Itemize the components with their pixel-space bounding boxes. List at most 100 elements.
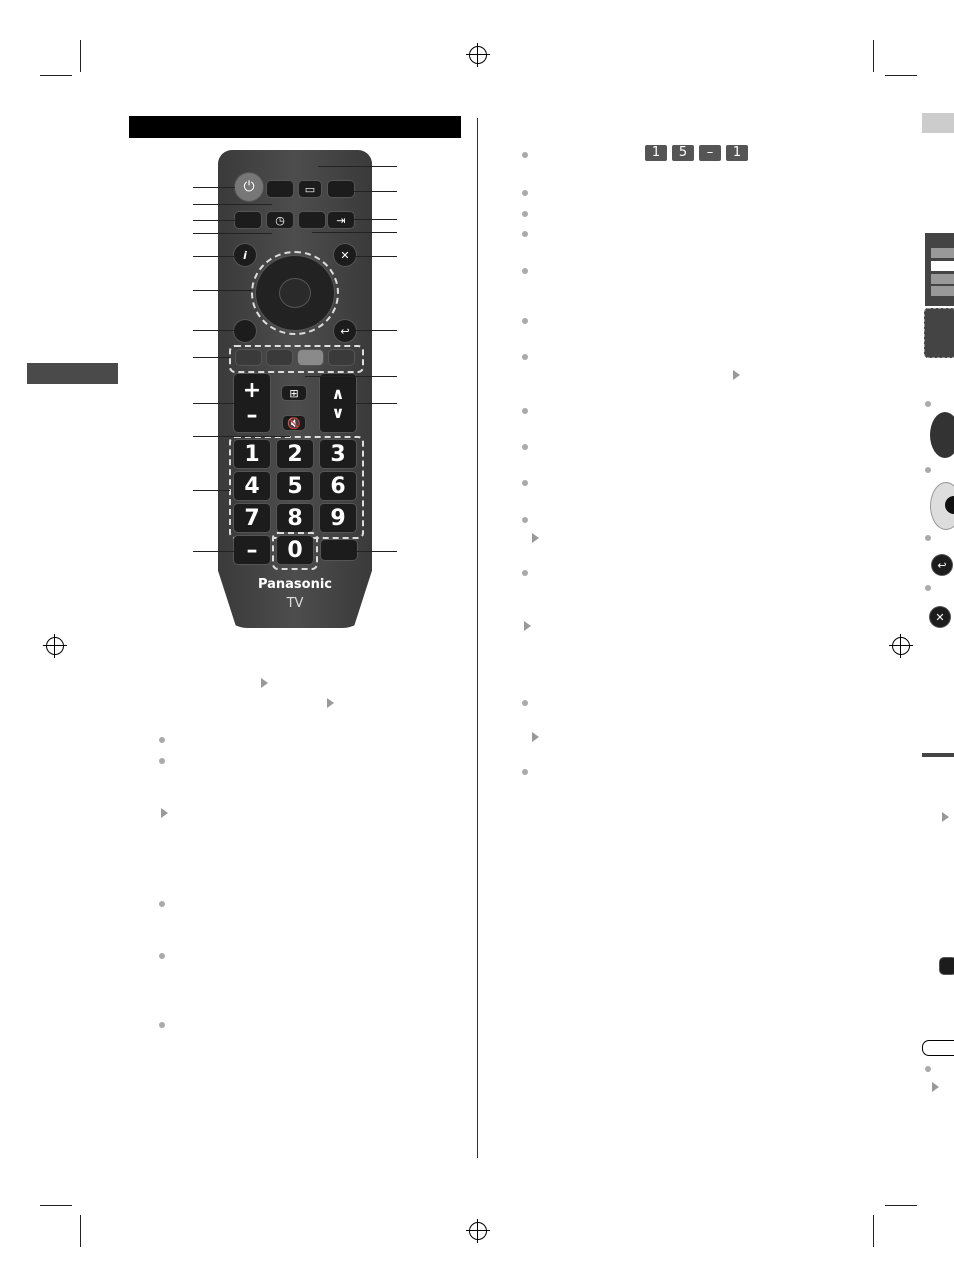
bullet-icon <box>522 318 528 324</box>
leader-line <box>193 290 252 291</box>
bullet-icon <box>522 211 528 217</box>
bullet-icon <box>925 535 931 541</box>
text-button[interactable] <box>328 181 354 197</box>
return-icon: ↩ <box>932 555 952 575</box>
crop-mark <box>80 1215 81 1247</box>
ok-button[interactable] <box>280 279 310 307</box>
dash-button[interactable]: – <box>234 536 270 564</box>
last-view-button[interactable] <box>321 540 357 560</box>
leader-line <box>193 233 272 234</box>
menu-button[interactable] <box>235 212 261 228</box>
cursor-ring-outline <box>251 251 339 335</box>
menu-illustration-panel <box>924 308 954 358</box>
number-button[interactable]: 6 <box>320 472 356 500</box>
tv-button[interactable] <box>267 181 293 197</box>
aspect-button[interactable]: ⊞ <box>282 386 306 400</box>
number-button[interactable]: 4 <box>234 472 270 500</box>
bullet-icon <box>925 467 931 473</box>
bullet-icon <box>159 758 165 764</box>
timer-button[interactable]: ◷ <box>267 212 293 228</box>
leader-line <box>193 551 234 552</box>
power-button[interactable]: ⏻ <box>235 173 263 201</box>
exit-button[interactable]: ✕ <box>334 244 356 266</box>
yellow-button[interactable] <box>298 350 323 365</box>
right-tab <box>922 113 954 133</box>
number-button[interactable]: 2 <box>277 440 313 468</box>
arrow-right-icon <box>532 533 539 543</box>
leader-line <box>312 232 397 233</box>
bullet-icon <box>522 354 528 360</box>
number-button[interactable]: 1 <box>234 440 270 468</box>
section-title-bar <box>129 116 461 138</box>
green-button[interactable] <box>267 350 292 365</box>
volume-up[interactable]: + <box>242 378 262 403</box>
cursor-ok-icon <box>930 482 954 530</box>
registration-mark-icon <box>889 634 913 658</box>
bullet-icon <box>522 769 528 775</box>
bullet-icon <box>522 268 528 274</box>
channel-rocker[interactable]: ∧∨ <box>320 374 356 432</box>
colour-buttons-outline <box>229 345 364 373</box>
number-button[interactable]: 5 <box>277 472 313 500</box>
zero-button[interactable]: 0 <box>277 536 313 564</box>
bullet-icon <box>522 444 528 450</box>
cursor-updown-icon <box>930 412 954 458</box>
arrow-right-icon <box>532 732 539 742</box>
note-badge <box>922 1040 954 1056</box>
registration-mark-icon <box>43 634 67 658</box>
guide-button[interactable] <box>299 212 325 228</box>
number-button[interactable]: 3 <box>320 440 356 468</box>
blue-button[interactable] <box>329 350 354 365</box>
bullet-icon <box>522 152 528 158</box>
number-button[interactable]: 9 <box>320 504 356 532</box>
return-button[interactable]: ↩ <box>334 320 356 342</box>
leader-line <box>193 256 234 257</box>
leader-line <box>354 191 397 192</box>
example-key: 5 <box>672 145 694 161</box>
bullet-icon <box>159 953 165 959</box>
bullet-icon <box>522 570 528 576</box>
volume-rocker[interactable]: +– <box>234 374 270 432</box>
example-key: – <box>699 145 721 161</box>
example-key: 1 <box>645 145 667 161</box>
brand-logo: Panasonic <box>257 577 333 592</box>
channel-up[interactable]: ∧ <box>331 384 345 403</box>
number-button[interactable]: 8 <box>277 504 313 532</box>
leader-line <box>193 436 290 437</box>
crop-mark <box>885 1205 917 1206</box>
bullet-icon <box>522 231 528 237</box>
bullet-icon <box>522 517 528 523</box>
column-divider <box>477 118 478 1158</box>
arrow-right-icon <box>327 698 334 708</box>
bullet-icon <box>925 585 931 591</box>
leader-line <box>354 219 397 220</box>
leader-line <box>193 403 234 404</box>
bullet-icon <box>522 408 528 414</box>
registration-mark-icon <box>466 1219 490 1243</box>
bullet-icon <box>522 190 528 196</box>
bullet-icon <box>522 700 528 706</box>
leader-line <box>193 187 235 188</box>
bullet-icon <box>925 401 931 407</box>
arrow-right-icon <box>942 812 949 822</box>
subtitle-button[interactable]: ▭ <box>299 181 321 197</box>
input-button[interactable]: ⇥ <box>328 212 354 228</box>
crop-mark <box>873 1215 874 1247</box>
volume-down[interactable]: – <box>246 403 258 428</box>
info-button[interactable]: i <box>234 244 256 266</box>
leader-line <box>193 357 230 358</box>
bullet-icon <box>159 901 165 907</box>
crop-mark <box>873 40 874 72</box>
channel-down[interactable]: ∨ <box>331 403 345 422</box>
leader-line <box>193 490 230 491</box>
bullet-icon <box>522 480 528 486</box>
example-key: 1 <box>726 145 748 161</box>
mute-button[interactable]: 🔇 <box>283 416 305 430</box>
leader-line <box>356 330 397 331</box>
input-icon <box>940 958 954 974</box>
leader-line <box>357 551 397 552</box>
number-button[interactable]: 7 <box>234 504 270 532</box>
option-button[interactable] <box>234 320 256 342</box>
red-button[interactable] <box>236 350 261 365</box>
right-rule <box>922 753 954 757</box>
